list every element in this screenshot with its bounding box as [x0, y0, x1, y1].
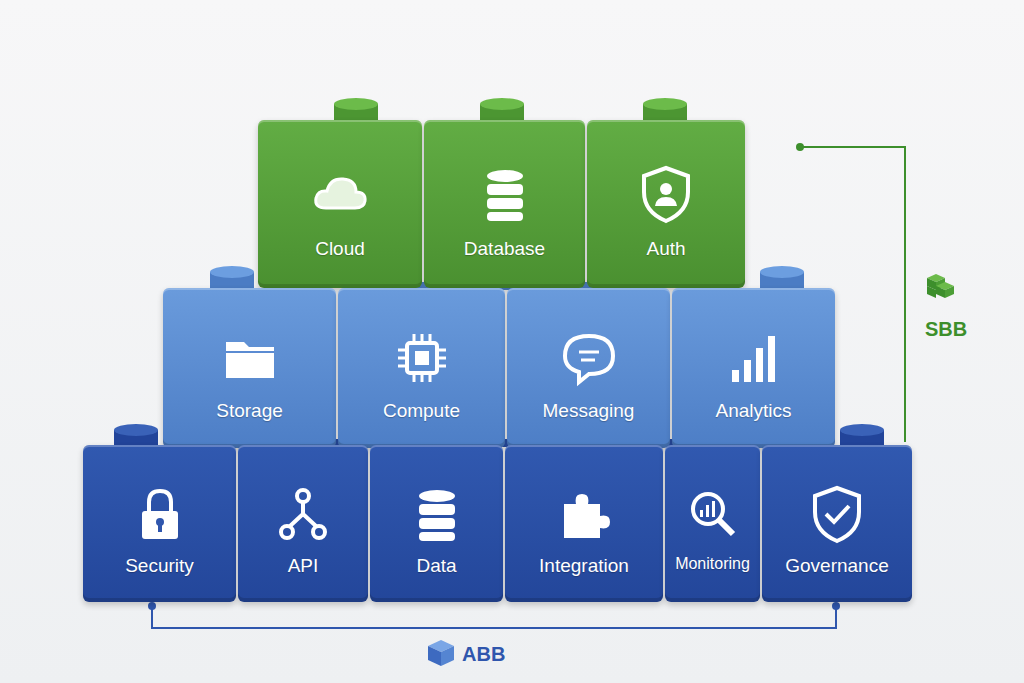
block-icon — [683, 484, 743, 544]
building-block: Cloud — [258, 120, 422, 288]
block-icon — [724, 328, 784, 388]
block-icon — [559, 328, 619, 388]
building-block: Auth — [587, 120, 745, 288]
block-icon — [807, 484, 867, 544]
building-block: Security — [83, 445, 236, 602]
block-label: Integration — [505, 555, 663, 577]
block-label: Monitoring — [665, 555, 760, 573]
block-label: API — [238, 555, 368, 577]
block-icon — [392, 328, 452, 388]
block-icon — [636, 164, 696, 224]
building-block: Monitoring — [665, 445, 760, 602]
building-block: Messaging — [507, 288, 670, 448]
block-label: Governance — [762, 555, 912, 577]
building-block: API — [238, 445, 368, 602]
block-studs — [114, 98, 884, 447]
building-block: Storage — [163, 288, 336, 448]
abb-bracket — [148, 602, 840, 666]
block-label: Cloud — [258, 238, 422, 260]
building-block: Governance — [762, 445, 912, 602]
block-icon — [310, 164, 370, 224]
building-block: Analytics — [672, 288, 835, 448]
building-block: Database — [424, 120, 585, 288]
block-icon — [554, 484, 614, 544]
building-block: Compute — [338, 288, 505, 448]
building-block: Integration — [505, 445, 663, 602]
block-icon — [475, 164, 535, 224]
block-label: Data — [370, 555, 503, 577]
group-label: SBB — [925, 318, 967, 341]
block-icon — [220, 328, 280, 388]
block-label: Database — [424, 238, 585, 260]
block-label: Storage — [163, 400, 336, 422]
building-block: Data — [370, 445, 503, 602]
block-label: Analytics — [672, 400, 835, 422]
block-icon — [130, 484, 190, 544]
block-label: Security — [83, 555, 236, 577]
block-label: Auth — [587, 238, 745, 260]
block-icon — [407, 484, 467, 544]
block-label: Messaging — [507, 400, 670, 422]
block-icon — [273, 484, 333, 544]
block-label: Compute — [338, 400, 505, 422]
group-label: ABB — [462, 643, 505, 666]
